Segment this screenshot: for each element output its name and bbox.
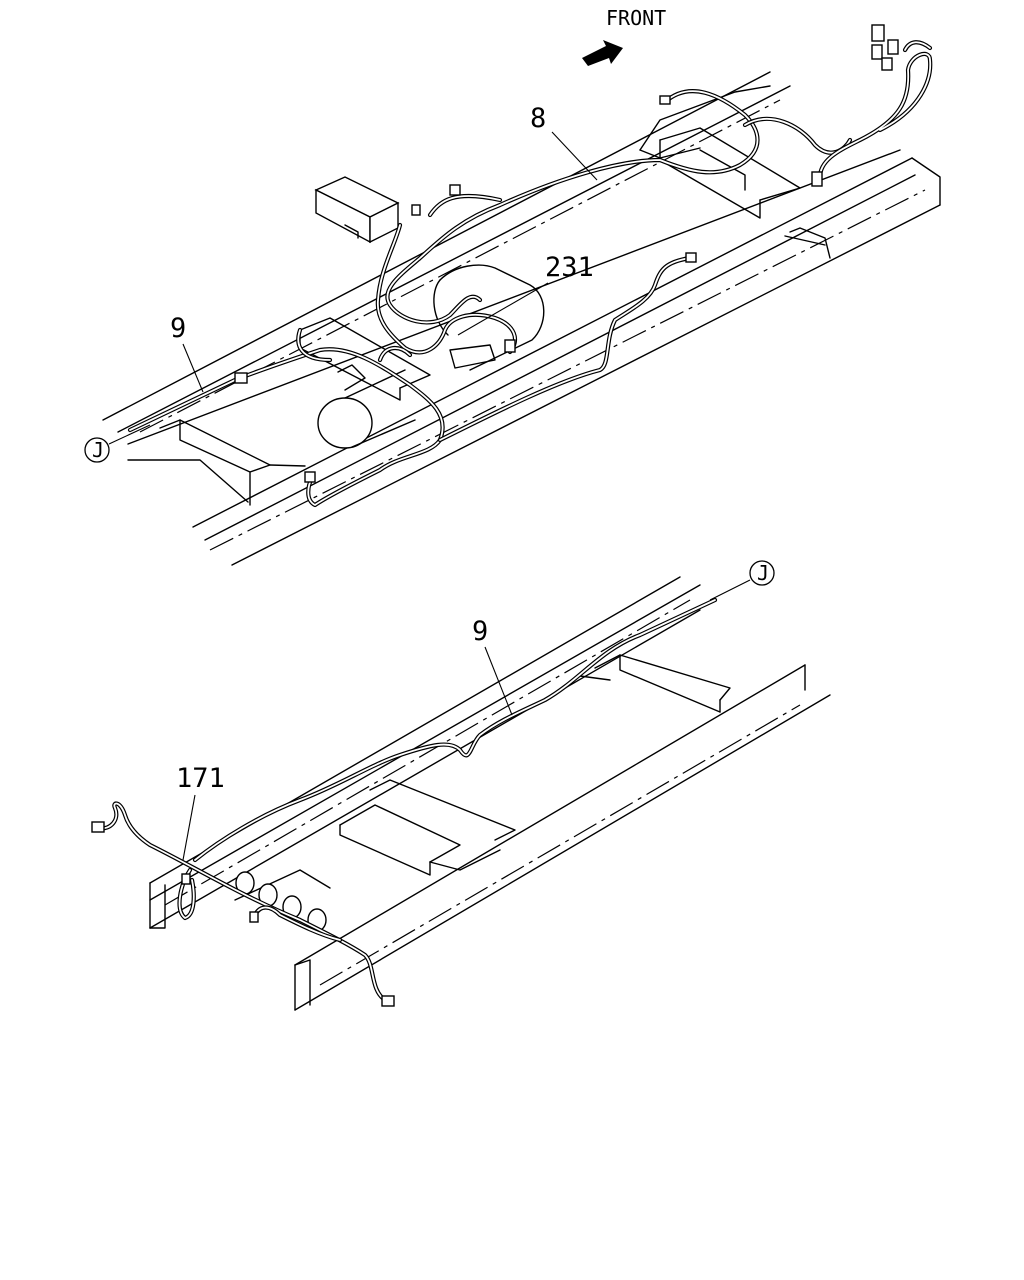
spare-wheel [317, 364, 416, 449]
relay-box [314, 176, 400, 244]
connector-ref-j-bottom: J [709, 560, 775, 601]
callout-9-top: 9 [170, 313, 186, 344]
harness-171 [91, 801, 395, 1007]
callout-231: 231 [545, 252, 594, 283]
connector-ref-j-bottom-label: J [757, 561, 769, 585]
bottom-callouts: 9 171 J [176, 560, 775, 861]
top-callouts: 8 231 9 J [84, 103, 598, 463]
harness-8 [385, 24, 933, 325]
callout-171: 171 [176, 763, 225, 794]
harness-9-top [127, 252, 697, 508]
arrow-right-icon [582, 40, 623, 66]
callout-9-bottom: 9 [472, 616, 488, 647]
harness-9-bottom [192, 597, 718, 863]
connector-ref-j-top-label: J [92, 438, 104, 462]
callout-8: 8 [530, 103, 546, 134]
connector-ref-j-top: J [84, 424, 151, 463]
harness-231 [375, 184, 518, 363]
front-label: FRONT [606, 6, 666, 30]
front-indicator: FRONT [582, 6, 666, 66]
bottom-chassis-frame [149, 576, 831, 1011]
